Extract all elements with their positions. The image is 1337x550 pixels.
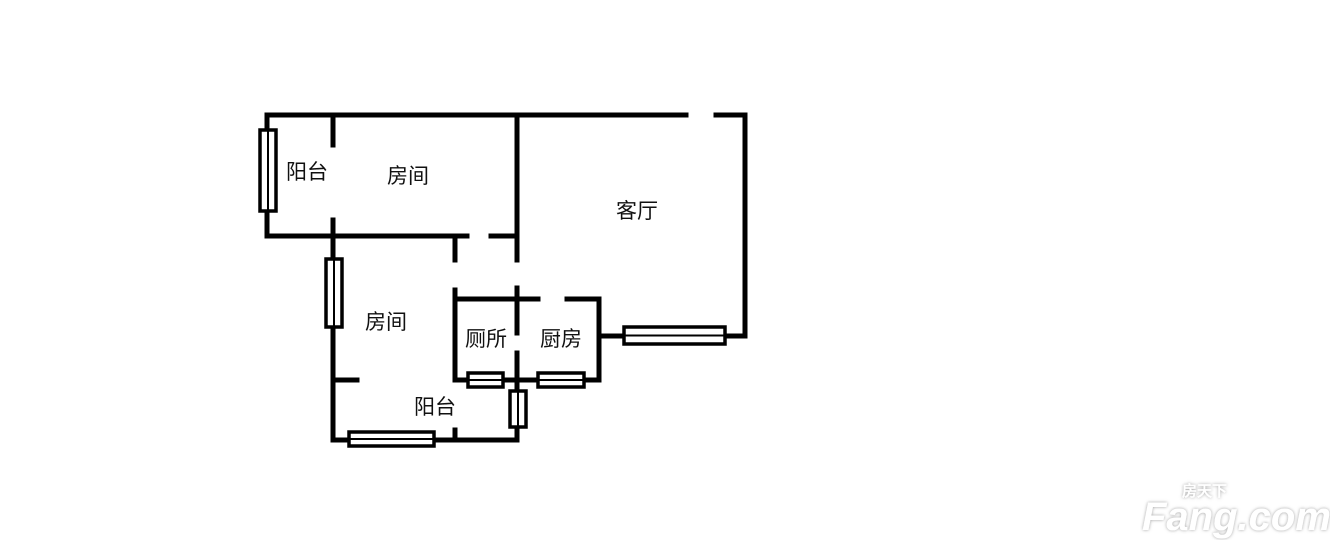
window — [324, 257, 344, 329]
room-label-kitchen: 厨房 — [540, 327, 582, 351]
wall — [452, 296, 602, 383]
room-label-bedroom-south: 房间 — [365, 310, 407, 334]
window — [466, 371, 505, 389]
window — [508, 389, 528, 429]
room-label-toilet: 厕所 — [465, 327, 507, 351]
room-label-bedroom-north: 房间 — [387, 164, 429, 188]
window — [258, 128, 278, 213]
room-label-balcony-south: 阳台 — [414, 395, 456, 419]
svg-text:Fang.com: Fang.com — [1142, 495, 1330, 539]
room-label-living-room: 客厅 — [616, 199, 658, 223]
window — [622, 325, 727, 346]
svg-text:房天下: 房天下 — [1182, 482, 1227, 500]
room-label-balcony-north: 阳台 — [286, 160, 328, 184]
room-labels: 阳台 房间 客厅 房间 厕所 厨房 阳台 — [286, 160, 658, 419]
window — [347, 430, 436, 448]
wall — [596, 112, 748, 339]
windows — [258, 128, 727, 448]
window — [536, 371, 586, 389]
watermark-logo: 房天下 Fang.com — [1142, 482, 1330, 539]
walls — [264, 112, 748, 443]
